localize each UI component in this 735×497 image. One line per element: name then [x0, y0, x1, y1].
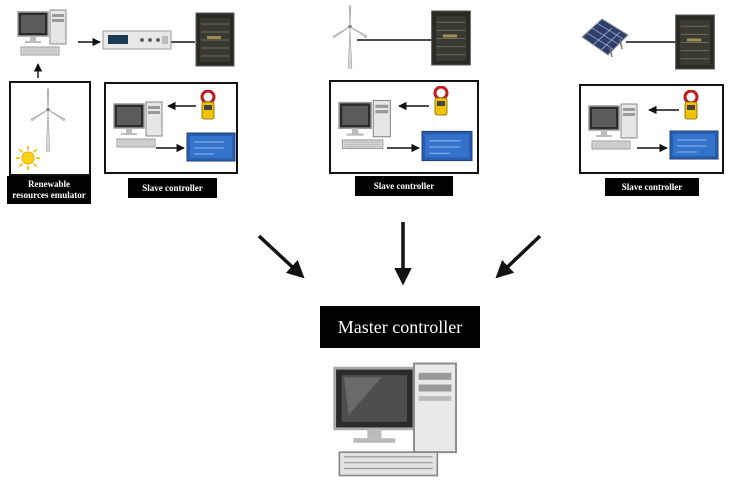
- master-pc-icon: [333, 362, 457, 477]
- slave-arrows: [637, 105, 679, 153]
- slave-controller-label-2: Slave controller: [355, 176, 453, 196]
- slave-controller-label-3: Slave controller: [605, 178, 699, 196]
- solar-link-line: [626, 41, 676, 43]
- slave-controller-box-2: [329, 80, 479, 174]
- master-controller-label: Master controller: [320, 306, 480, 348]
- slave-arrows: [156, 101, 196, 153]
- renewable-emulator-box: [9, 81, 91, 176]
- slave-controller-box-3: [579, 84, 724, 174]
- arrow-pc-to-emulator: [33, 37, 195, 78]
- slave-controller-box-1: [104, 82, 238, 174]
- arrow-left-to-master: [257, 234, 305, 279]
- arrow-right-to-master: [495, 234, 542, 279]
- emulator-group: [0, 0, 240, 205]
- slave-arrows: [387, 101, 429, 153]
- emulator-label: Renewable resources emulator: [7, 176, 91, 204]
- slave-controller-label-1: Slave controller: [128, 178, 217, 198]
- wind-link-line: [357, 39, 432, 41]
